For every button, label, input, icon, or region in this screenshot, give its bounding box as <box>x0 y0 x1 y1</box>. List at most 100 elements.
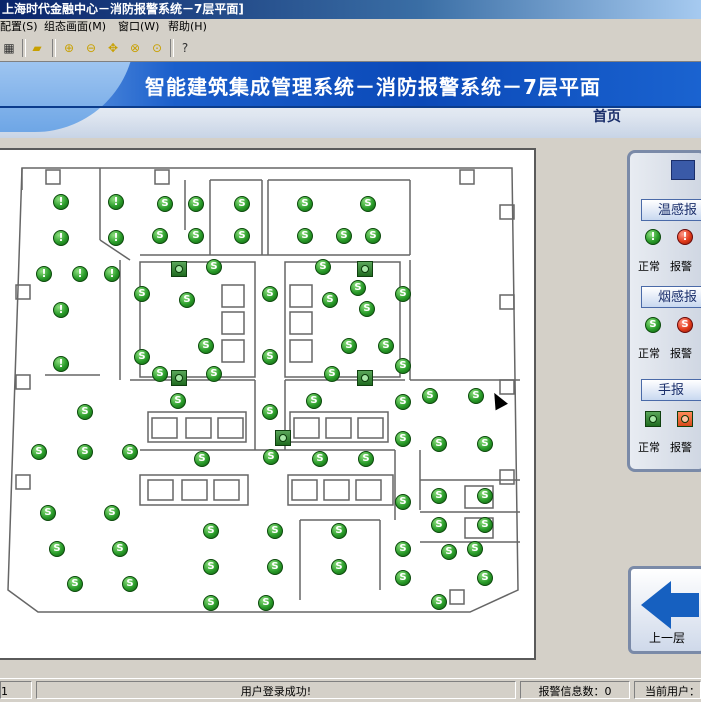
zoom-out-icon[interactable]: ⊖ <box>85 41 97 55</box>
smoke-sensor[interactable]: S <box>477 436 493 452</box>
smoke-sensor[interactable]: S <box>467 541 483 557</box>
smoke-sensor[interactable]: S <box>262 349 278 365</box>
smoke-sensor[interactable]: S <box>263 449 279 465</box>
smoke-sensor[interactable]: S <box>206 259 222 275</box>
smoke-sensor[interactable]: S <box>477 570 493 586</box>
smoke-sensor[interactable]: S <box>267 559 283 575</box>
manual-call-point[interactable] <box>275 430 291 446</box>
pan-icon[interactable]: ✥ <box>107 41 119 55</box>
smoke-sensor[interactable]: S <box>234 196 250 212</box>
smoke-sensor[interactable]: S <box>203 595 219 611</box>
smoke-sensor[interactable]: S <box>40 505 56 521</box>
home-link[interactable]: 首页 <box>593 109 621 125</box>
menu-help[interactable]: 帮助(H) <box>168 20 207 33</box>
smoke-sensor[interactable]: S <box>336 228 352 244</box>
smoke-sensor[interactable]: S <box>206 366 222 382</box>
menu-config[interactable]: 配置(S) <box>0 20 38 33</box>
smoke-sensor[interactable]: S <box>122 444 138 460</box>
smoke-sensor[interactable]: S <box>297 228 313 244</box>
smoke-sensor[interactable]: S <box>331 523 347 539</box>
smoke-sensor[interactable]: S <box>297 196 313 212</box>
smoke-sensor[interactable]: S <box>157 196 173 212</box>
smoke-sensor[interactable]: S <box>188 228 204 244</box>
temp-sensor[interactable]: ! <box>53 356 69 372</box>
manual-call-point[interactable] <box>171 261 187 277</box>
smoke-sensor[interactable]: S <box>262 286 278 302</box>
smoke-sensor[interactable]: S <box>31 444 47 460</box>
help-icon[interactable]: ? <box>181 41 189 55</box>
smoke-sensor[interactable]: S <box>395 286 411 302</box>
temp-sensor[interactable]: ! <box>53 302 69 318</box>
smoke-sensor[interactable]: S <box>67 576 83 592</box>
temp-sensor[interactable]: ! <box>53 194 69 210</box>
smoke-sensor[interactable]: S <box>395 494 411 510</box>
smoke-sensor[interactable]: S <box>312 451 328 467</box>
smoke-sensor[interactable]: S <box>324 366 340 382</box>
fit-icon[interactable]: ⊗ <box>129 41 141 55</box>
smoke-sensor[interactable]: S <box>350 280 366 296</box>
smoke-sensor[interactable]: S <box>188 196 204 212</box>
manual-call-point[interactable] <box>357 261 373 277</box>
smoke-sensor[interactable]: S <box>431 436 447 452</box>
smoke-sensor[interactable]: S <box>49 541 65 557</box>
smoke-sensor[interactable]: S <box>378 338 394 354</box>
grid-icon[interactable]: ▦ <box>3 41 15 55</box>
smoke-sensor[interactable]: S <box>322 292 338 308</box>
smoke-sensor[interactable]: S <box>152 228 168 244</box>
smoke-sensor[interactable]: S <box>395 358 411 374</box>
smoke-sensor[interactable]: S <box>360 196 376 212</box>
smoke-sensor[interactable]: S <box>395 431 411 447</box>
smoke-sensor[interactable]: S <box>431 488 447 504</box>
smoke-sensor[interactable]: S <box>315 259 331 275</box>
smoke-sensor[interactable]: S <box>203 559 219 575</box>
smoke-sensor[interactable]: S <box>365 228 381 244</box>
smoke-sensor[interactable]: S <box>477 488 493 504</box>
smoke-sensor[interactable]: S <box>395 570 411 586</box>
smoke-sensor[interactable]: S <box>134 286 150 302</box>
smoke-sensor[interactable]: S <box>112 541 128 557</box>
temp-sensor[interactable]: ! <box>53 230 69 246</box>
prev-floor-button[interactable]: 上一层 <box>628 566 701 654</box>
manual-call-point[interactable] <box>357 370 373 386</box>
temp-sensor[interactable]: ! <box>108 194 124 210</box>
folder-icon[interactable]: ▰ <box>32 41 42 55</box>
smoke-sensor[interactable]: S <box>194 451 210 467</box>
smoke-sensor[interactable]: S <box>441 544 457 560</box>
smoke-sensor[interactable]: S <box>341 338 357 354</box>
temp-sensor[interactable]: ! <box>108 230 124 246</box>
smoke-sensor[interactable]: S <box>306 393 322 409</box>
smoke-sensor[interactable]: S <box>359 301 375 317</box>
smoke-sensor[interactable]: S <box>77 404 93 420</box>
smoke-sensor[interactable]: S <box>179 292 195 308</box>
smoke-sensor[interactable]: S <box>198 338 214 354</box>
smoke-sensor[interactable]: S <box>431 517 447 533</box>
temp-sensor[interactable]: ! <box>36 266 52 282</box>
smoke-sensor[interactable]: S <box>331 559 347 575</box>
smoke-sensor[interactable]: S <box>431 594 447 610</box>
smoke-sensor[interactable]: S <box>477 517 493 533</box>
smoke-sensor[interactable]: S <box>358 451 374 467</box>
smoke-sensor[interactable]: S <box>395 541 411 557</box>
smoke-sensor[interactable]: S <box>262 404 278 420</box>
temp-sensor[interactable]: ! <box>72 266 88 282</box>
smoke-sensor[interactable]: S <box>234 228 250 244</box>
smoke-sensor[interactable]: S <box>104 505 120 521</box>
smoke-sensor[interactable]: S <box>468 388 484 404</box>
smoke-sensor[interactable]: S <box>122 576 138 592</box>
smoke-sensor[interactable]: S <box>77 444 93 460</box>
temp-sensor[interactable]: ! <box>104 266 120 282</box>
smoke-sensor[interactable]: S <box>170 393 186 409</box>
smoke-sensor[interactable]: S <box>267 523 283 539</box>
smoke-sensor[interactable]: S <box>258 595 274 611</box>
window-title: 上海时代金融中心－消防报警系统－7层平面] <box>0 0 701 19</box>
zoom-in-icon[interactable]: ⊕ <box>63 41 75 55</box>
zoom-window-icon[interactable]: ⊙ <box>151 41 163 55</box>
manual-call-point[interactable] <box>171 370 187 386</box>
smoke-sensor[interactable]: S <box>422 388 438 404</box>
smoke-sensor[interactable]: S <box>152 366 168 382</box>
menu-scene[interactable]: 组态画面(M) <box>44 20 107 33</box>
smoke-sensor[interactable]: S <box>134 349 150 365</box>
smoke-sensor[interactable]: S <box>395 394 411 410</box>
menu-window[interactable]: 窗口(W) <box>118 20 160 33</box>
smoke-sensor[interactable]: S <box>203 523 219 539</box>
